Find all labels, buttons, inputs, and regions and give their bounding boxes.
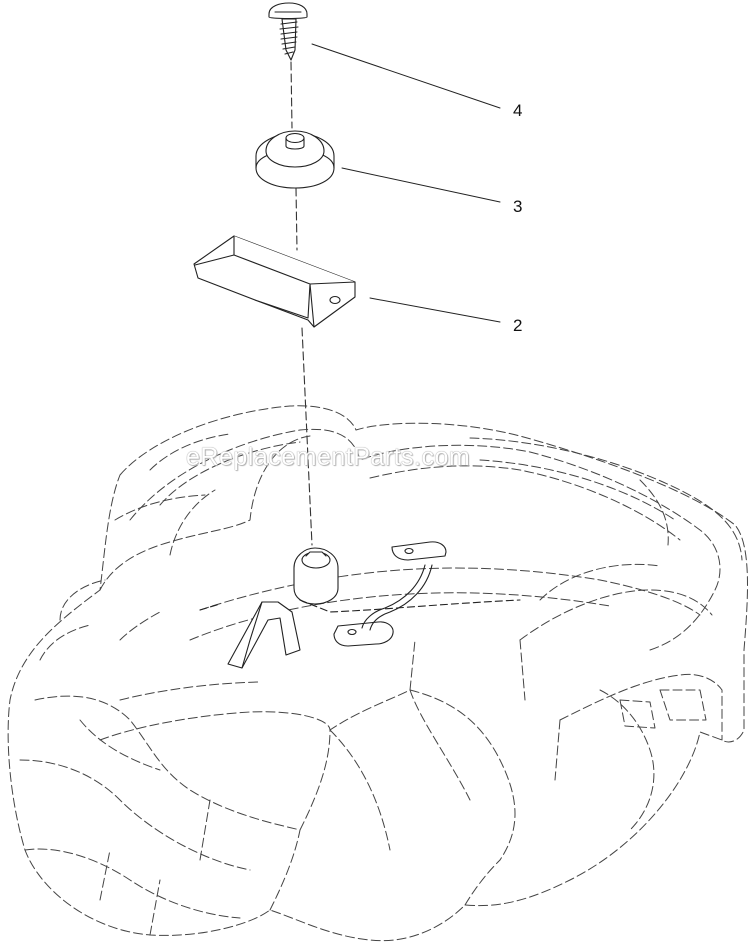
- callout-4: 4: [513, 101, 523, 120]
- grommet-part-3: [255, 130, 335, 189]
- watermark-text: eReplacementParts.com: [186, 443, 471, 471]
- leader-lines: [311, 43, 501, 323]
- callout-3: 3: [513, 197, 523, 216]
- base-mount-features: [199, 541, 521, 669]
- bracket-part-2: [193, 235, 356, 328]
- screw-part-4: [268, 2, 308, 61]
- callout-2: 2: [513, 316, 523, 335]
- base-housing: [7, 405, 748, 942]
